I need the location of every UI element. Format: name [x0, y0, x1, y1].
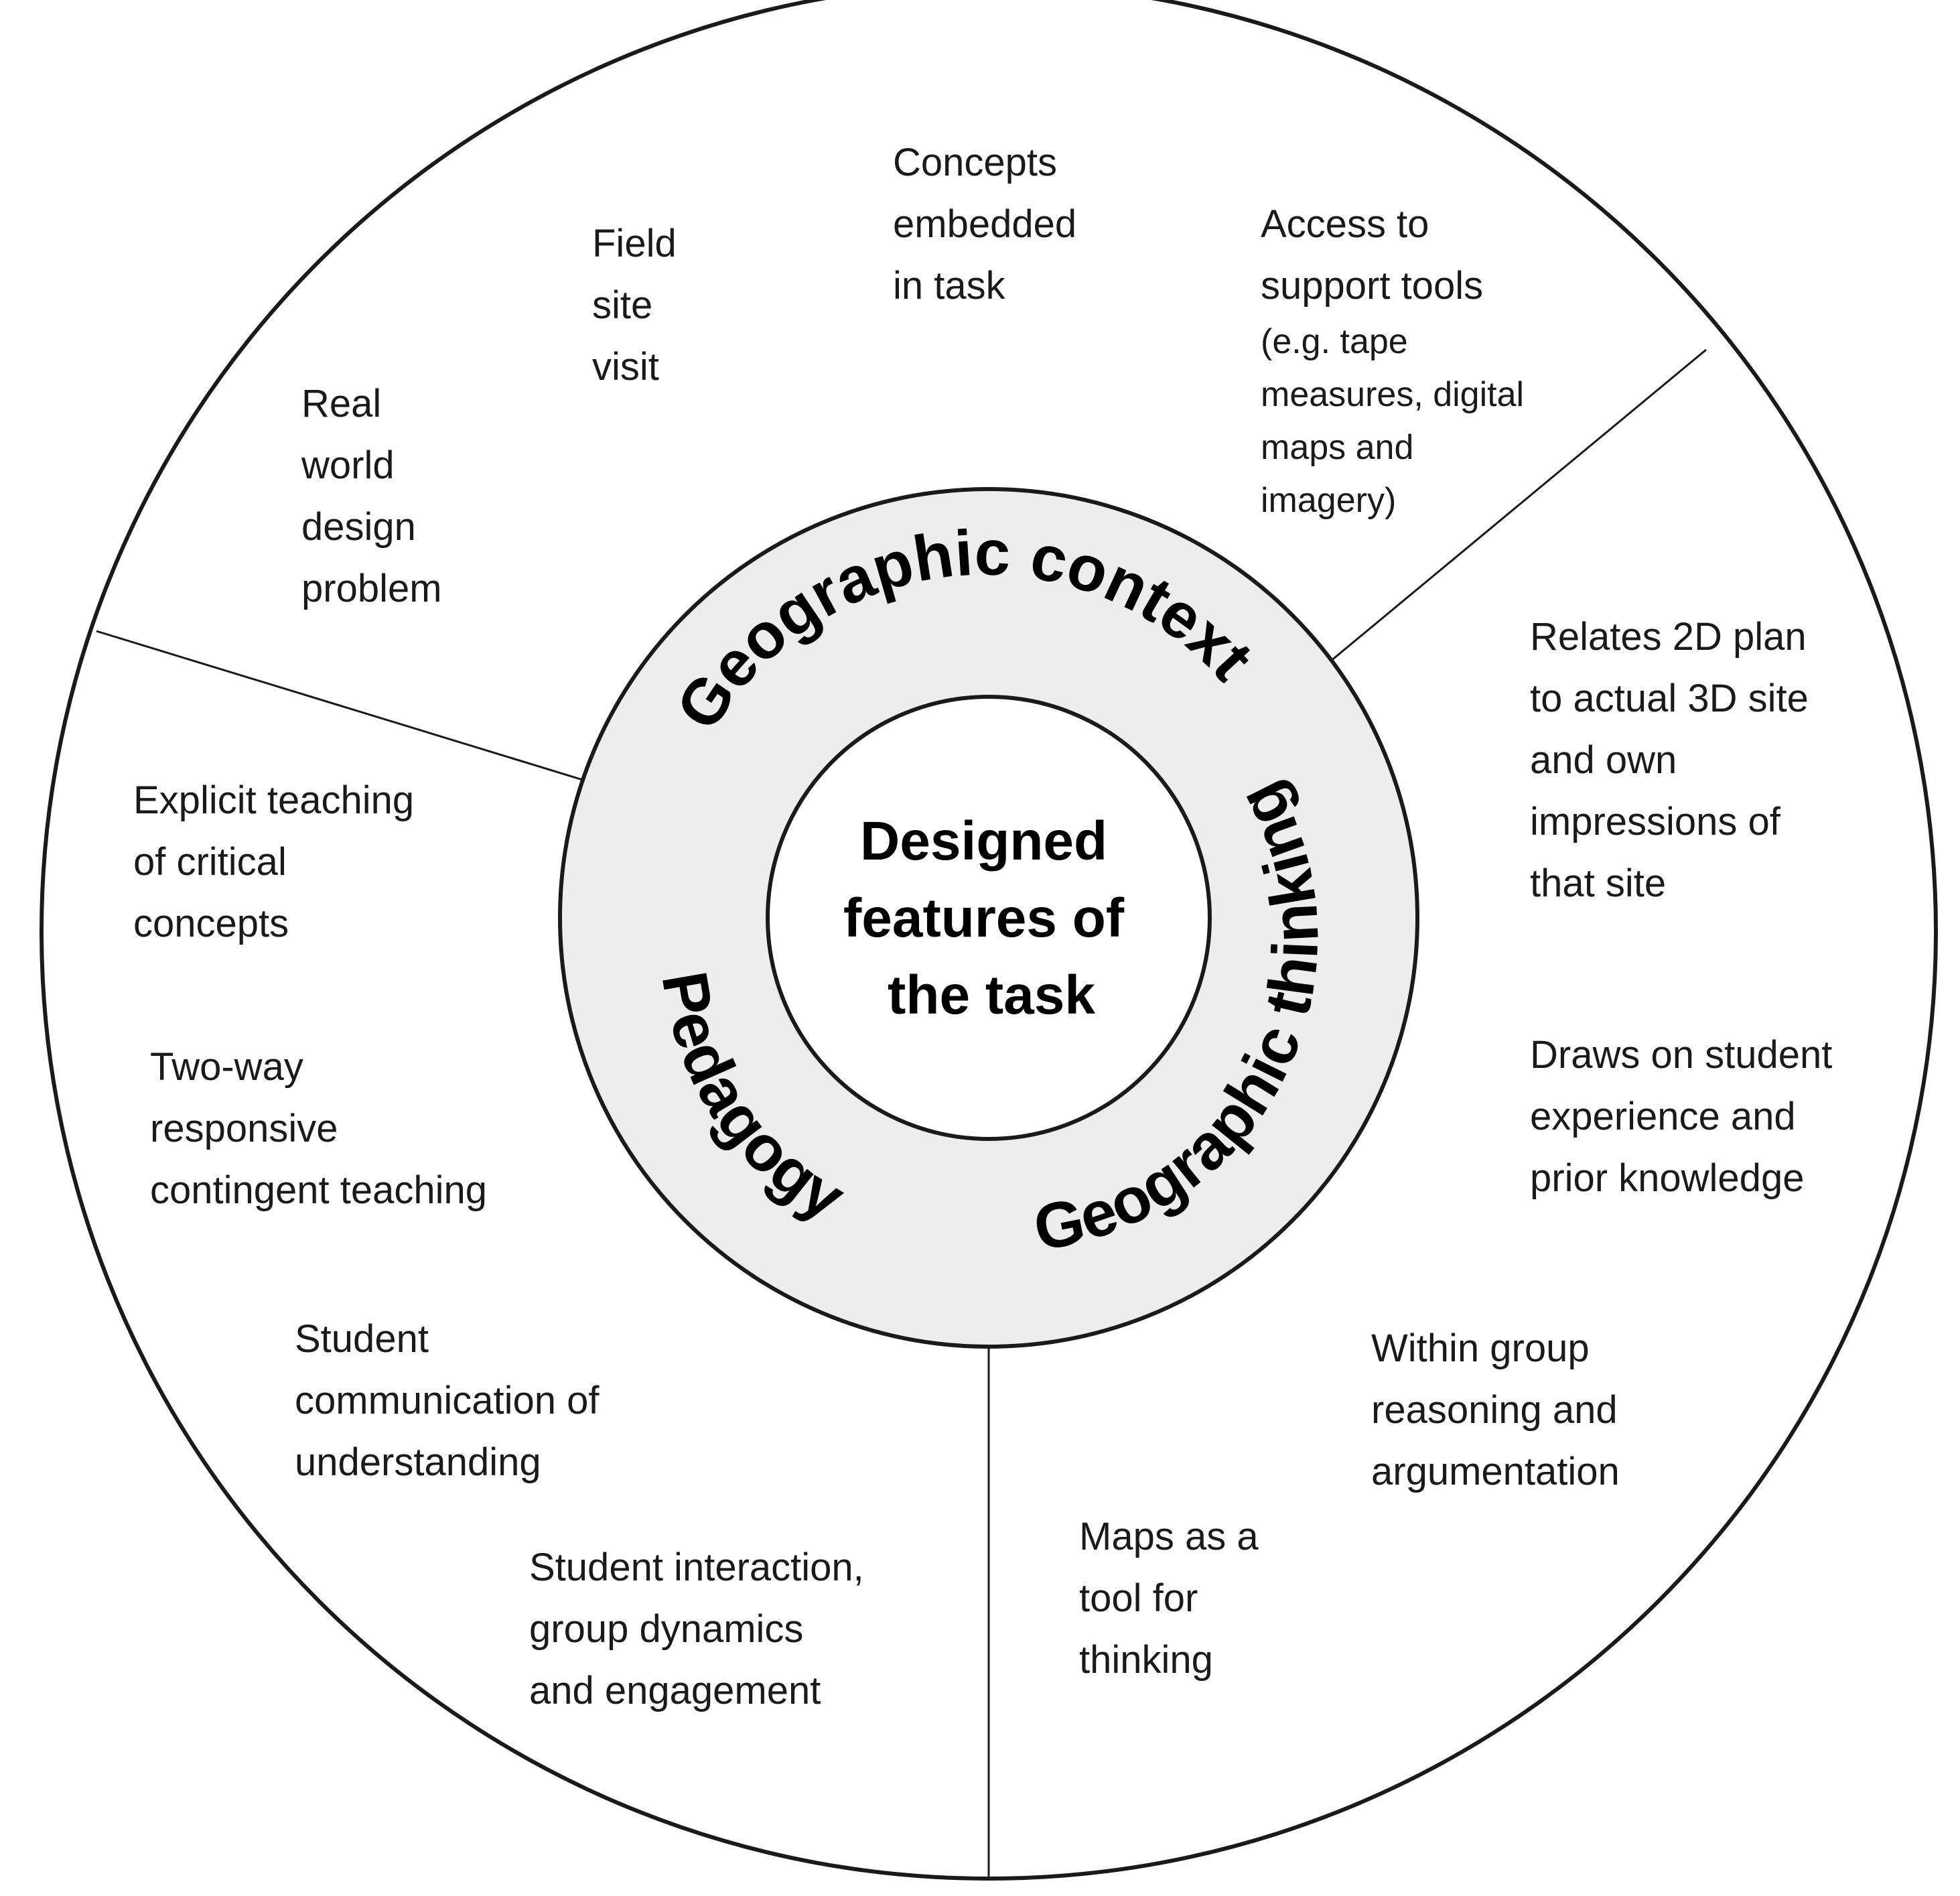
center-title: Designed features of the task: [843, 811, 1139, 1026]
item-explicit-teaching: Explicit teaching of critical concepts: [133, 778, 425, 945]
item-student-communication: Student communication of understanding: [295, 1317, 610, 1484]
item-draws-on-experience: Draws on student experience and prior kn…: [1530, 1033, 1843, 1200]
item-student-interaction: Student interaction, group dynamics and …: [529, 1546, 875, 1712]
item-field-site-visit: Field site visit: [592, 222, 687, 389]
item-concepts-embedded: Concepts embedded in task: [893, 141, 1087, 308]
item-two-way-teaching: Two-way responsive contingent teaching: [150, 1045, 487, 1212]
item-access-support-tools: Access to support tools: [1261, 202, 1483, 308]
item-maps-tool-thinking: Maps as a tool for thinking: [1079, 1515, 1269, 1682]
item-within-group-reasoning: Within group reasoning and argumentation: [1371, 1327, 1628, 1493]
item-access-support-tools-detail: (e.g. tape measures, digital maps and im…: [1261, 322, 1534, 520]
item-relates-2d-plan: Relates 2D plan to actual 3D site and ow…: [1530, 615, 1819, 905]
item-real-world-design-problem: Real world design problem: [301, 382, 442, 610]
center-circle: [766, 695, 1212, 1141]
